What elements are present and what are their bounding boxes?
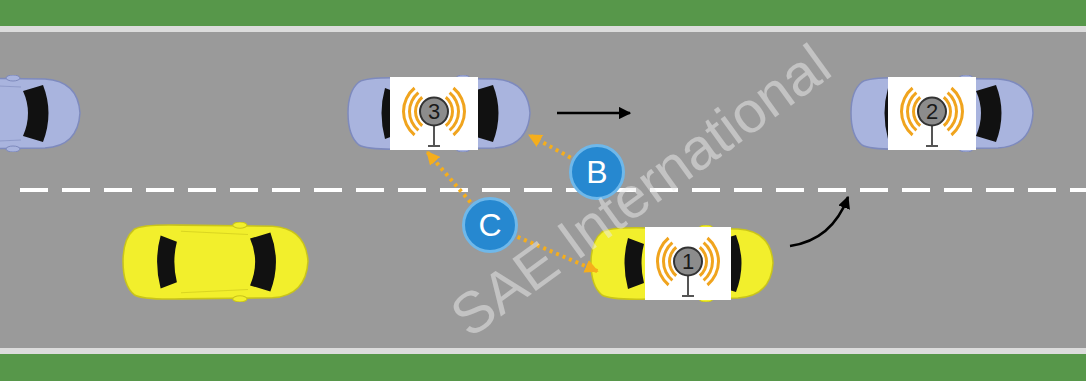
sensor-panel xyxy=(645,227,731,300)
signal-wave xyxy=(408,91,419,131)
antenna-stem xyxy=(931,126,933,147)
motion-arrow xyxy=(557,112,630,115)
watermark: SAE International xyxy=(438,30,843,350)
car-body xyxy=(851,75,1033,152)
car-number: 2 xyxy=(926,101,938,123)
blue-car xyxy=(0,75,80,152)
signal-wave xyxy=(656,237,670,286)
car-shape xyxy=(848,75,1035,152)
vehicle-node: 3 xyxy=(345,75,532,152)
callout-circle xyxy=(464,199,517,252)
callout-node: B xyxy=(569,144,625,200)
road-edge-line xyxy=(0,26,1086,32)
signal-link xyxy=(427,152,470,202)
signal-wave xyxy=(906,91,917,131)
grass-verge xyxy=(0,354,1086,381)
lane-change-arrow xyxy=(790,197,848,246)
callout-letter: C xyxy=(478,209,501,241)
signal-wave xyxy=(452,87,466,136)
text-holder: 3 xyxy=(420,98,448,126)
text-holder: B xyxy=(569,144,625,200)
signal-wave xyxy=(703,241,714,281)
sensor-panel xyxy=(888,77,976,150)
car-body xyxy=(348,75,530,152)
unit-badge xyxy=(420,98,448,126)
antenna-stem xyxy=(433,126,435,147)
lane-divider xyxy=(20,188,1086,192)
vehicle-node: 1 xyxy=(588,225,775,302)
antenna-stem xyxy=(687,276,689,297)
vehicle-node: 2 xyxy=(848,75,1035,152)
yellow-car xyxy=(123,222,308,302)
unit-badge xyxy=(674,248,702,276)
car-number: 3 xyxy=(428,101,440,123)
signal-link xyxy=(518,237,598,271)
antenna-base xyxy=(926,145,938,147)
antenna-base xyxy=(428,145,440,147)
car-shape xyxy=(588,225,775,302)
callout-circle xyxy=(571,146,624,199)
signal-wave xyxy=(449,91,460,131)
signal-wave xyxy=(947,91,958,131)
unit-badge xyxy=(918,98,946,126)
callout-node: C xyxy=(462,197,518,253)
signal-wave xyxy=(402,87,416,136)
car-body xyxy=(591,225,773,302)
text-holder: 1 xyxy=(674,248,702,276)
road-edge-line xyxy=(0,348,1086,354)
car-number: 1 xyxy=(682,251,694,273)
grass-verge xyxy=(0,0,1086,26)
signal-wave xyxy=(662,241,673,281)
signal-wave xyxy=(706,237,720,286)
antenna-base xyxy=(682,295,694,297)
text-holder: C xyxy=(462,197,518,253)
signal-wave xyxy=(900,87,914,136)
callout-letter: B xyxy=(586,156,607,188)
signal-wave xyxy=(950,87,964,136)
signal-link xyxy=(529,135,570,158)
text-holder: 2 xyxy=(918,98,946,126)
sensor-panel xyxy=(390,77,478,150)
